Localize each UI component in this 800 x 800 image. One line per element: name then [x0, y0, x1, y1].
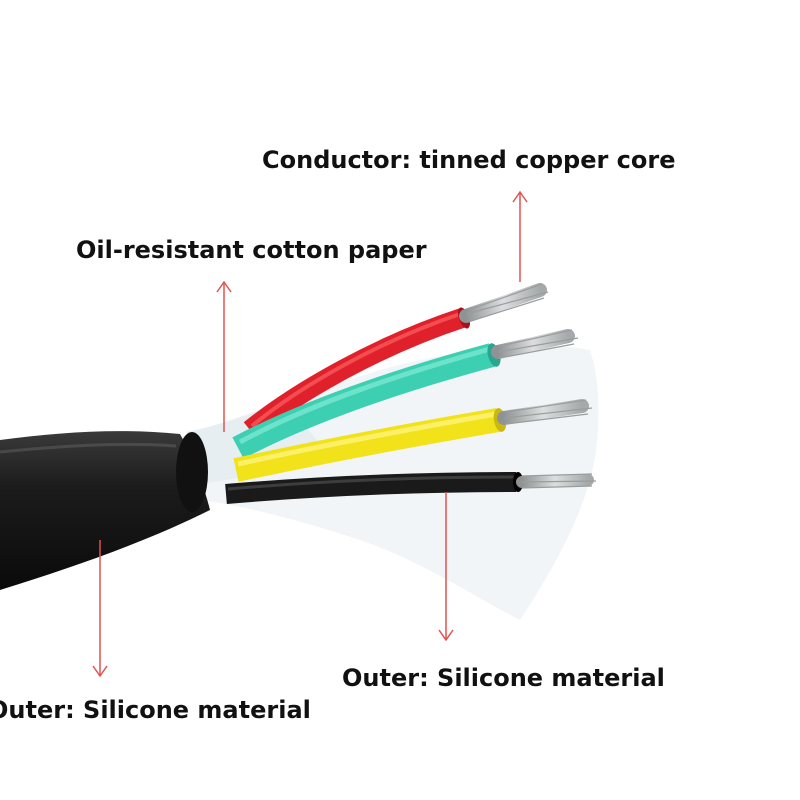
- copper-strands-teal: [491, 329, 579, 359]
- outer-jacket: [0, 431, 210, 590]
- teal-wire: [232, 343, 496, 459]
- copper-strands-yellow: [497, 399, 593, 425]
- arrow-outer-left: [92, 540, 108, 678]
- arrow-outer-right: [438, 492, 454, 642]
- outer-jacket-highlight: [0, 442, 177, 454]
- label-cotton-paper: Oil-resistant cotton paper: [76, 236, 427, 264]
- label-conductor: Conductor: tinned copper core: [262, 146, 676, 174]
- arrow-paper: [216, 280, 232, 432]
- label-outer-silicone-right: Outer: Silicone material: [342, 664, 665, 692]
- jacket-cut-face: [176, 432, 208, 512]
- label-outer-silicone-left: Outer: Silicone material: [0, 696, 311, 724]
- copper-strands-black: [516, 473, 597, 489]
- yellow-wire: [233, 408, 501, 482]
- arrow-conductor: [512, 190, 528, 282]
- copper-strands-red: [459, 283, 549, 323]
- red-wire: [243, 308, 466, 438]
- black-wire: [225, 472, 517, 504]
